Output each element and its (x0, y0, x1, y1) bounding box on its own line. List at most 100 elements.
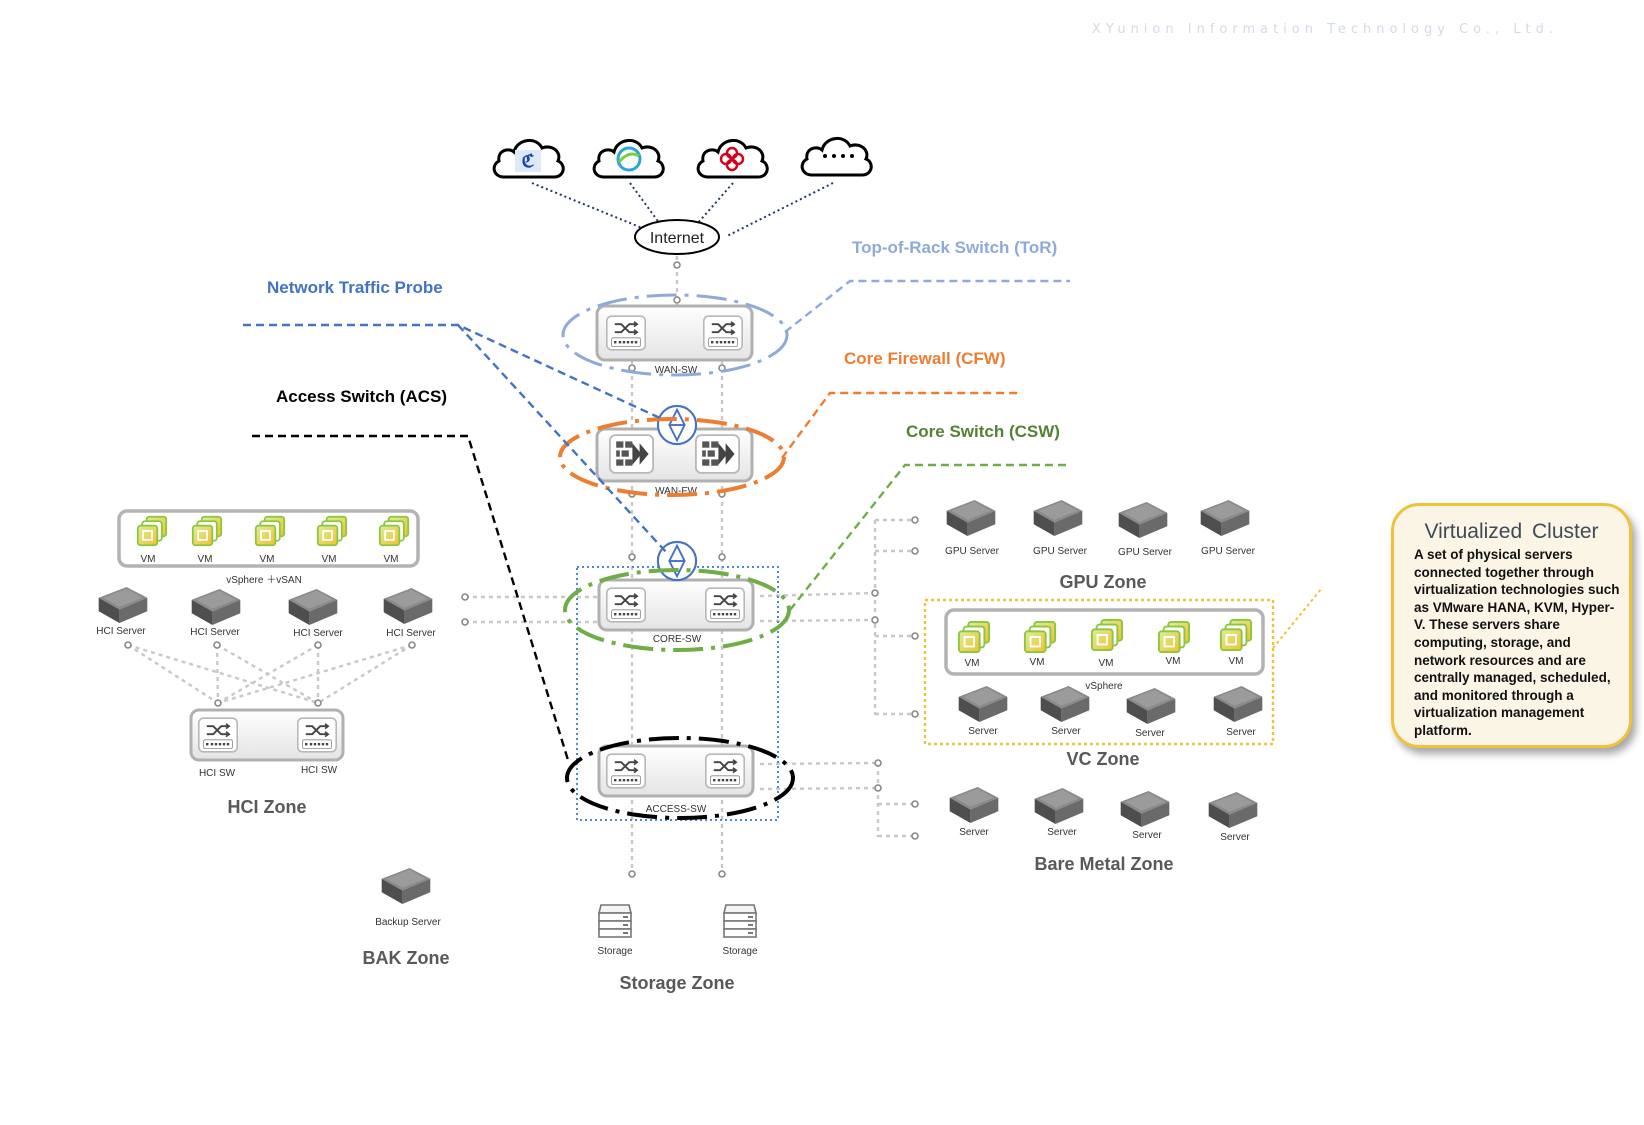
tor-legend-label: Top-of-Rack Switch (ToR) (852, 238, 1057, 257)
hci-server-label: HCI Server (293, 628, 343, 639)
core-switch: CORE-SW (597, 578, 755, 645)
gpu-server-label: GPU Server (1201, 546, 1256, 557)
hci-sw-label: HCI SW (199, 768, 236, 779)
server-icon (949, 787, 999, 823)
storage-icon (723, 904, 757, 938)
server-icon (98, 587, 148, 623)
vc-zone-title: VC Zone (1066, 749, 1139, 769)
storage-zone-title: Storage Zone (619, 973, 734, 993)
internet-label: Internet (650, 230, 705, 247)
vm-label: VM (1030, 657, 1045, 668)
hci-server-label: HCI Server (386, 628, 436, 639)
core-sw-label: CORE-SW (653, 634, 702, 645)
vm-label: VM (322, 554, 337, 565)
cluster-title: Virtualized Cluster (1424, 520, 1599, 543)
vc-server-label: Server (1226, 727, 1256, 738)
vm-label: VM (260, 554, 275, 565)
wan-fw-label: WAN-FW (655, 486, 697, 497)
vm-label: VM (141, 554, 156, 565)
access-switch: ACCESS-SW (597, 744, 755, 815)
storage-icon (598, 904, 632, 938)
china-mobile-cloud (592, 138, 665, 179)
acs-legend-label: Access Switch (ACS) (276, 387, 447, 406)
svg-text:ℭ: ℭ (522, 151, 535, 171)
baremetal-zone: Server Server Server Server Bare Metal Z… (949, 787, 1258, 874)
server-icon (383, 588, 433, 624)
china-telecom-cloud: ℭ (492, 138, 565, 179)
vm-label: VM (1099, 658, 1114, 669)
virtualized-cluster-callout: Virtualized Cluster A set of physical se… (1391, 503, 1632, 748)
server-icon (1118, 502, 1168, 538)
bak-zone-title: BAK Zone (363, 948, 450, 968)
vm-label: VM (965, 658, 980, 669)
internet-node: Internet (634, 219, 720, 255)
vc-server-label: Server (1135, 728, 1165, 739)
acs-leader (252, 434, 570, 761)
bm-server-label: Server (959, 827, 989, 838)
backup-server-label: Backup Server (375, 917, 441, 928)
hci-zone: VM VM VM VM VM vSphere ＋vSAN HCI Server … (96, 509, 436, 817)
cluster-leader (1272, 587, 1323, 649)
tor-leader (784, 279, 1070, 333)
cluster-description: A set of physical servers connected toge… (1414, 547, 1620, 738)
storage-label: Storage (722, 946, 757, 957)
vm-label: VM (1229, 656, 1244, 667)
hci-zone-title: HCI Zone (228, 797, 307, 817)
isp-clouds: ℭ (492, 136, 873, 179)
storage-zone: Storage Storage Storage Zone (597, 904, 758, 993)
china-unicom-cloud (696, 138, 769, 179)
server-icon (1040, 686, 1090, 722)
link-dots (124, 261, 919, 878)
company-watermark: XYunion Information Technology Co., Ltd. (1091, 22, 1558, 37)
server-icon (1208, 792, 1258, 828)
server-icon (1034, 788, 1084, 824)
vm-label: VM (1166, 656, 1181, 667)
server-icon (1213, 686, 1263, 722)
server-icon (288, 589, 338, 625)
probe-legend-label: Network Traffic Probe (267, 278, 443, 297)
core-links (127, 256, 915, 875)
bm-server-label: Server (1047, 827, 1077, 838)
gpu-zone: GPU Server GPU Server GPU Server GPU Ser… (945, 500, 1256, 592)
baremetal-zone-title: Bare Metal Zone (1034, 854, 1173, 874)
bak-zone: Backup Server BAK Zone (363, 868, 450, 968)
wan-switch: WAN-SW (595, 304, 754, 376)
gpu-server-label: GPU Server (1118, 547, 1173, 558)
server-icon (946, 500, 996, 536)
vc-server-label: Server (1051, 726, 1081, 737)
storage-label: Storage (597, 946, 632, 957)
probe-icon (656, 404, 698, 446)
hci-server-label: HCI Server (190, 627, 240, 638)
server-icon (1033, 500, 1083, 536)
vc-server-label: Server (968, 726, 998, 737)
server-icon (381, 868, 431, 904)
acs-ellipse (565, 736, 795, 820)
cfw-leader (781, 391, 1020, 459)
access-sw-label: ACCESS-SW (646, 804, 707, 815)
hci-platform-label: vSphere ＋vSAN (226, 575, 302, 586)
hci-server-label: HCI Server (96, 626, 146, 637)
gpu-server-label: GPU Server (1033, 546, 1088, 557)
more-cloud (800, 136, 873, 177)
vc-platform-label: vSphere (1085, 681, 1123, 692)
server-icon (1126, 688, 1176, 724)
server-icon (1120, 791, 1170, 827)
gpu-server-label: GPU Server (945, 546, 1000, 557)
vc-zone: VM VM VM VM VM vSphere Server Server Ser… (923, 598, 1275, 769)
probe-icon (656, 540, 698, 582)
hci-sw-label: HCI SW (301, 765, 338, 776)
cfw-legend-label: Core Firewall (CFW) (844, 349, 1006, 368)
tor-ellipse (561, 293, 789, 377)
internet-links (531, 182, 834, 237)
wan-sw-label: WAN-SW (655, 365, 698, 376)
csw-ellipse (563, 568, 791, 652)
gpu-zone-title: GPU Zone (1059, 572, 1146, 592)
server-icon (1200, 500, 1250, 536)
vm-label: VM (384, 554, 399, 565)
vm-label: VM (198, 554, 213, 565)
csw-leader (789, 463, 1068, 611)
server-icon (958, 686, 1008, 722)
bm-server-label: Server (1132, 830, 1162, 841)
server-icon (191, 589, 241, 625)
vc-zone-frame (923, 598, 1275, 746)
